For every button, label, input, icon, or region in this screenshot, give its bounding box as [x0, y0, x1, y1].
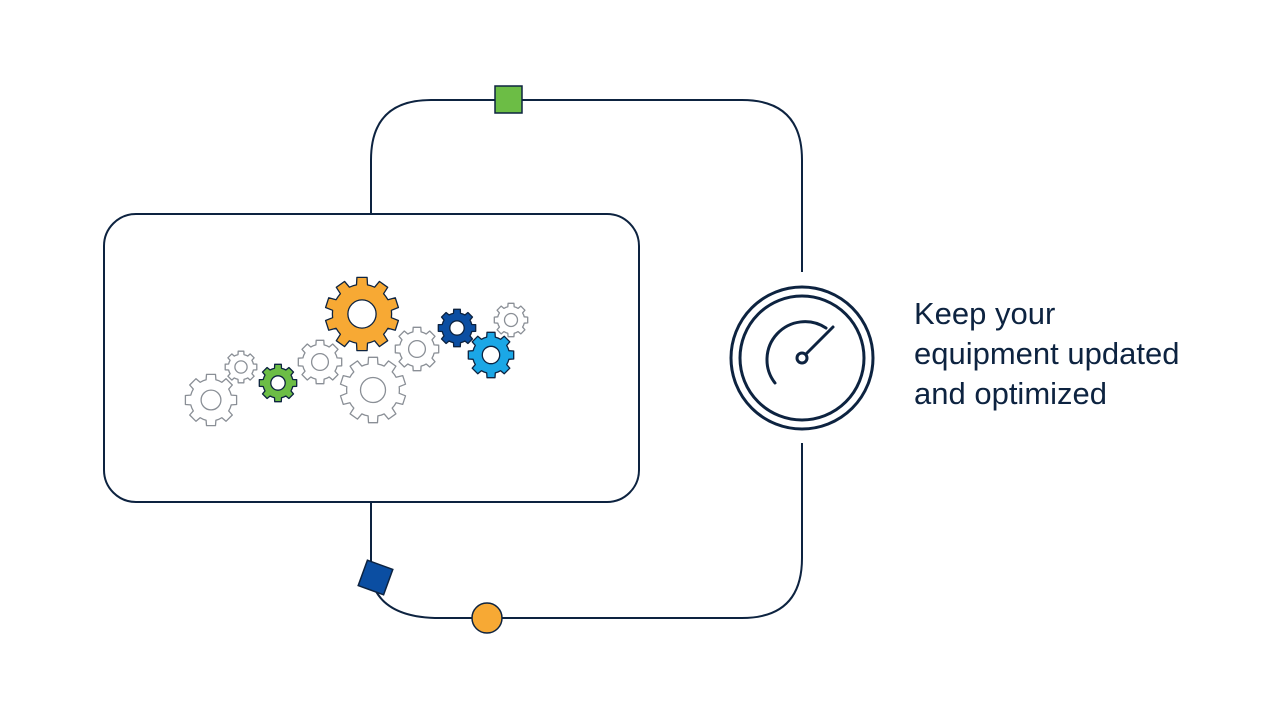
- dark-blue-gear-icon: [437, 308, 477, 348]
- outline-gear-icon: [184, 373, 238, 427]
- loop-line: [370, 99, 803, 619]
- outline-gear-icon: [493, 302, 529, 338]
- light-blue-gear-icon: [467, 331, 515, 379]
- caption-line-3: and optimized: [914, 376, 1108, 411]
- green-gear-icon: [258, 363, 298, 403]
- orange-gear-icon: [324, 276, 400, 352]
- outline-gear-icon: [394, 326, 440, 372]
- caption-line-1: Keep your: [914, 296, 1056, 331]
- speedometer-icon: [729, 285, 875, 431]
- outline-gear-icon: [297, 339, 343, 385]
- green-square-marker: [494, 85, 523, 114]
- outline-gear-icon: [224, 350, 258, 384]
- outline-gear-icon: [339, 356, 407, 424]
- caption-line-2: equipment updated: [914, 336, 1180, 371]
- caption-text: Keep your equipment updated and optimize…: [914, 294, 1254, 414]
- orange-circle-marker: [471, 602, 503, 634]
- blue-diamond-marker: [357, 559, 394, 596]
- gears-icon: [184, 276, 529, 427]
